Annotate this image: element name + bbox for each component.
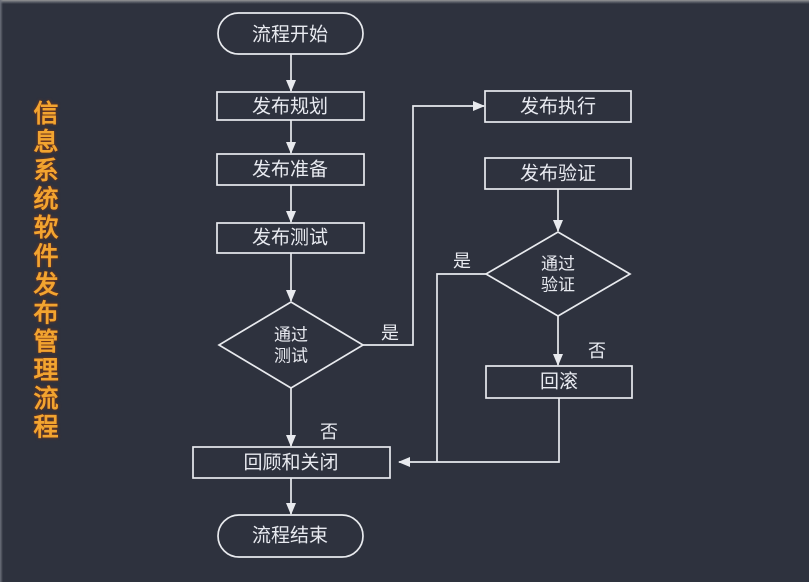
start-node-label: 流程开始	[252, 24, 328, 46]
preparation-node-label: 发布准备	[252, 159, 328, 181]
label-test-no: 否	[320, 422, 338, 442]
diagram-title: 信息系统软件发布管理流程	[30, 100, 58, 442]
planning-node-label: 发布规划	[252, 96, 328, 118]
test-decision-label-line2: 测试	[274, 347, 308, 366]
preparation-node: 发布准备	[216, 153, 365, 186]
execution-node-label: 发布执行	[520, 96, 596, 118]
verify-decision-label-line1: 通过	[541, 255, 575, 274]
rollback-node-label: 回滚	[540, 371, 578, 393]
testing-node-label: 发布测试	[252, 227, 328, 249]
edge-labels: 是 否 是 否	[320, 251, 606, 442]
label-verify-yes: 是	[453, 251, 471, 271]
label-verify-no: 否	[588, 341, 606, 361]
verification-node: 发布验证	[484, 157, 632, 190]
connectors	[286, 54, 563, 515]
test-decision-label-line1: 通过	[274, 326, 308, 345]
label-test-yes: 是	[381, 323, 399, 343]
line-verify-yes-to-merge	[436, 273, 486, 462]
planning-node-shape	[216, 91, 365, 121]
rollback-node: 回滚	[485, 365, 633, 399]
review-close-node-shape	[192, 446, 391, 479]
verify-decision-node: 通过 验证	[484, 231, 632, 317]
review-close-node: 回顾和关闭	[192, 446, 391, 479]
planning-node: 发布规划	[216, 91, 365, 121]
verify-decision-shape	[484, 231, 632, 317]
arrow-test-yes-to-execution	[363, 101, 485, 346]
start-node: 流程开始	[217, 12, 364, 55]
verify-decision-label-line2: 验证	[541, 276, 575, 295]
verification-node-shape	[484, 157, 632, 190]
preparation-node-shape	[216, 153, 365, 186]
end-node: 流程结束	[217, 514, 364, 558]
start-node-shape	[217, 12, 364, 55]
test-decision-shape	[217, 301, 365, 389]
verification-node-label: 发布验证	[520, 163, 596, 185]
testing-node: 发布测试	[216, 222, 365, 254]
rollback-node-shape	[485, 365, 633, 399]
execution-node: 发布执行	[484, 90, 632, 123]
arrow-rollback-to-review	[398, 398, 560, 467]
test-decision-node: 通过 测试	[217, 301, 365, 389]
review-close-node-label: 回顾和关闭	[243, 452, 338, 474]
testing-node-shape	[216, 222, 365, 254]
execution-node-shape	[484, 90, 632, 123]
end-node-label: 流程结束	[252, 525, 328, 547]
end-node-shape	[217, 514, 364, 558]
